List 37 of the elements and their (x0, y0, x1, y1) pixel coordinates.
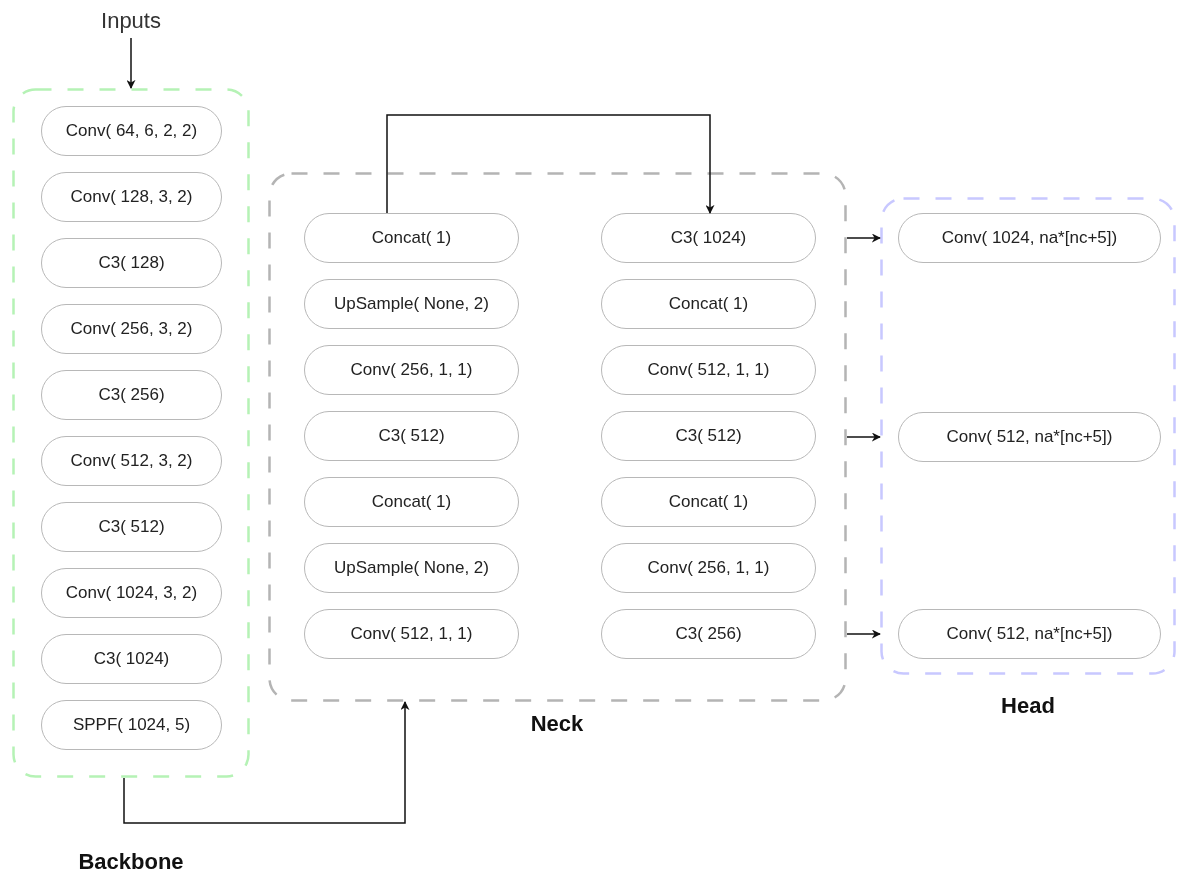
layer-pill: C3( 128) (41, 238, 222, 288)
layer-pill: Conv( 1024, 3, 2) (41, 568, 222, 618)
group-title: Head (1001, 693, 1055, 719)
arrow (846, 233, 881, 243)
layer-pill: Conv( 128, 3, 2) (41, 172, 222, 222)
layer-pill: Concat( 1) (601, 279, 816, 329)
layer-pill: C3( 1024) (601, 213, 816, 263)
layer-pill: C3( 1024) (41, 634, 222, 684)
layer-pill: Conv( 512, na*[nc+5]) (898, 412, 1161, 462)
layer-pill: Conv( 256, 3, 2) (41, 304, 222, 354)
layer-pill: Conv( 64, 6, 2, 2) (41, 106, 222, 156)
layer-pill: Concat( 1) (304, 477, 519, 527)
layer-pill: Conv( 512, 3, 2) (41, 436, 222, 486)
layer-pill: C3( 256) (601, 609, 816, 659)
layer-pill: UpSample( None, 2) (304, 279, 519, 329)
arrow (126, 37, 136, 89)
layer-pill: C3( 512) (41, 502, 222, 552)
layer-pill: Conv( 256, 1, 1) (304, 345, 519, 395)
arrow (123, 701, 410, 824)
layer-pill: Conv( 512, na*[nc+5]) (898, 609, 1161, 659)
layer-pill: C3( 512) (304, 411, 519, 461)
group-title: Neck (530, 711, 584, 737)
input-label: Inputs (94, 4, 168, 38)
group-title: Backbone (78, 849, 184, 874)
arrow (846, 432, 881, 442)
arrow (846, 629, 881, 639)
layer-pill: Concat( 1) (304, 213, 519, 263)
layer-pill: C3( 512) (601, 411, 816, 461)
layer-pill: SPPF( 1024, 5) (41, 700, 222, 750)
layer-pill: Conv( 256, 1, 1) (601, 543, 816, 593)
arrow (386, 114, 715, 214)
layer-pill: Conv( 1024, na*[nc+5]) (898, 213, 1161, 263)
layer-pill: C3( 256) (41, 370, 222, 420)
layer-pill: Concat( 1) (601, 477, 816, 527)
layer-pill: Conv( 512, 1, 1) (601, 345, 816, 395)
layer-pill: UpSample( None, 2) (304, 543, 519, 593)
layer-pill: Conv( 512, 1, 1) (304, 609, 519, 659)
